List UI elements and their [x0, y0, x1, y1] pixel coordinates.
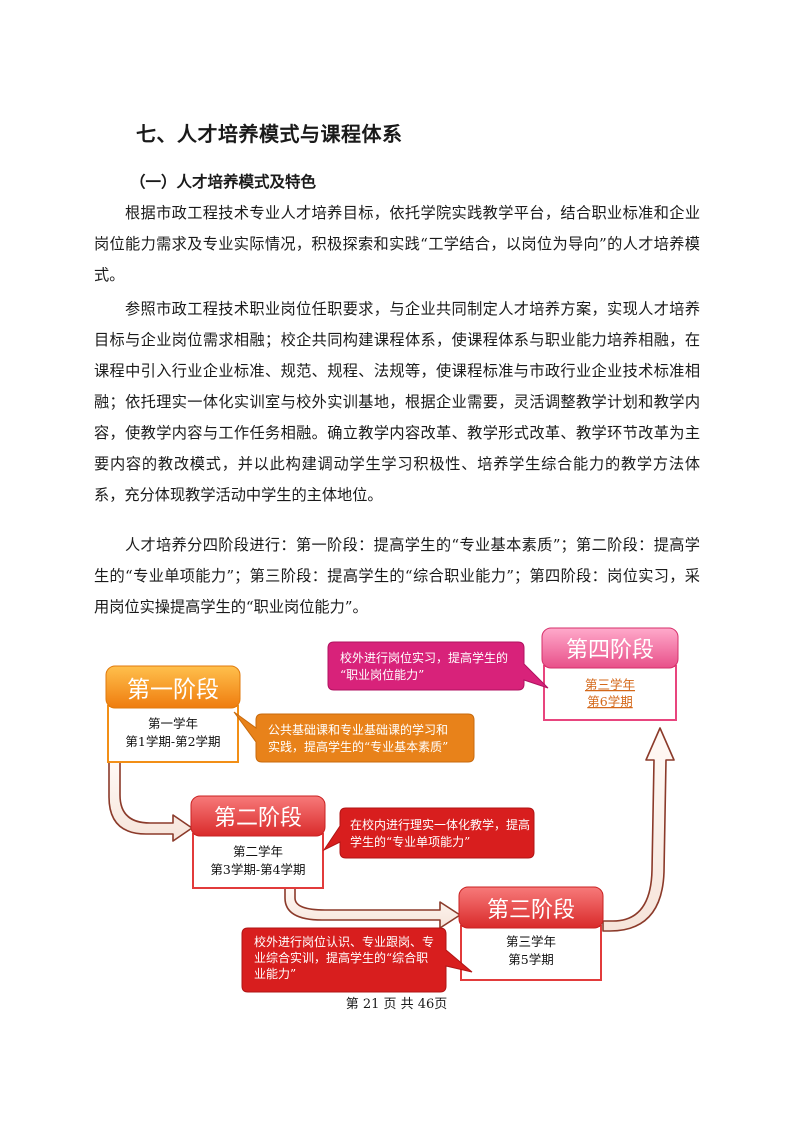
arrow-stage1-to-stage2	[108, 759, 193, 842]
stage-3-title: 第三阶段	[487, 898, 575, 923]
stage-1-header	[105, 665, 241, 709]
callout-stage-4: 校外进行岗位实习，提高学生的 “职业岗位能力”	[327, 641, 549, 691]
stage-2-title: 第二阶段	[214, 806, 302, 831]
callout-1-line-1: 公共基础课和专业基础课的学习和	[268, 722, 448, 737]
stage-2-body	[192, 833, 324, 889]
paragraph-2: 参照市政工程技术职业岗位任职要求，与企业共同制定人才培养方案，实现人才培养目标与…	[94, 300, 700, 504]
stage-2: 第二阶段 第二学年 第3学期-第4学期	[190, 795, 326, 889]
callout-2-line-2: 学生的“专业单项能力”	[350, 834, 470, 849]
stage-4-body	[543, 665, 677, 721]
stage-4-header	[541, 627, 679, 669]
stage-4-semesters: 第6学期	[587, 694, 632, 709]
stage-4-year: 第三学年	[585, 677, 635, 692]
stage-1-title: 第一阶段	[127, 677, 219, 703]
section-title: 七、人才培养模式与课程体系	[136, 122, 403, 146]
stage-1-year: 第一学年	[148, 716, 198, 731]
callout-4-line-1: 校外进行岗位实习，提高学生的	[340, 650, 508, 665]
paragraph-3: 人才培养分四阶段进行：第一阶段：提高学生的“专业基本素质”；第二阶段：提高学生的…	[94, 536, 700, 616]
stage-2-semesters: 第3学期-第4学期	[210, 862, 305, 877]
callout-3-line-3: 业能力”	[254, 967, 296, 981]
paragraph-1: 根据市政工程技术专业人才培养目标，依托学院实践教学平台，结合职业标准和企业岗位能…	[94, 204, 700, 284]
stage-4-title: 第四阶段	[566, 638, 654, 663]
stage-3: 第三阶段 第三学年 第5学期	[458, 886, 604, 981]
callout-stage-2: 在校内进行理实一体化教学，提高 学生的“专业单项能力”	[322, 807, 535, 859]
arrow-stage2-to-stage3	[284, 887, 461, 929]
stage-2-year: 第二学年	[233, 844, 283, 859]
page-footer: 第 21 页 共 46页	[345, 997, 448, 1012]
callout-4-line-2: “职业岗位能力”	[340, 667, 424, 682]
callout-3-line-1: 校外进行岗位认识、专业跟岗、专	[254, 934, 434, 949]
stage-2-header	[190, 795, 326, 837]
callout-1-line-2: 实践，提高学生的“专业基本素质”	[268, 739, 448, 754]
callout-stage-1: 公共基础课和专业基础课的学习和 实践，提高学生的“专业基本素质”	[233, 711, 475, 763]
flow-arrows	[108, 727, 675, 932]
stage-1-semesters: 第1学期-第2学期	[125, 734, 220, 749]
callout-2-line-1: 在校内进行理实一体化教学，提高	[350, 817, 530, 832]
callout-stage-3: 校外进行岗位认识、专业跟岗、专 业综合实训，提高学生的“综合职 业能力”	[241, 927, 473, 993]
stage-3-semesters: 第5学期	[508, 952, 553, 967]
stage-4: 第四阶段 第三学年 第6学期	[541, 627, 679, 721]
subsection-title: （一）人才培养模式及特色	[130, 173, 317, 191]
stage-3-header	[458, 886, 604, 929]
arrow-stage3-to-stage4	[602, 727, 675, 932]
stage-3-year: 第三学年	[506, 934, 556, 949]
stage-1: 第一阶段 第一学年 第1学期-第2学期	[105, 665, 241, 763]
callout-3-line-2: 业综合实训，提高学生的“综合职	[254, 950, 428, 965]
